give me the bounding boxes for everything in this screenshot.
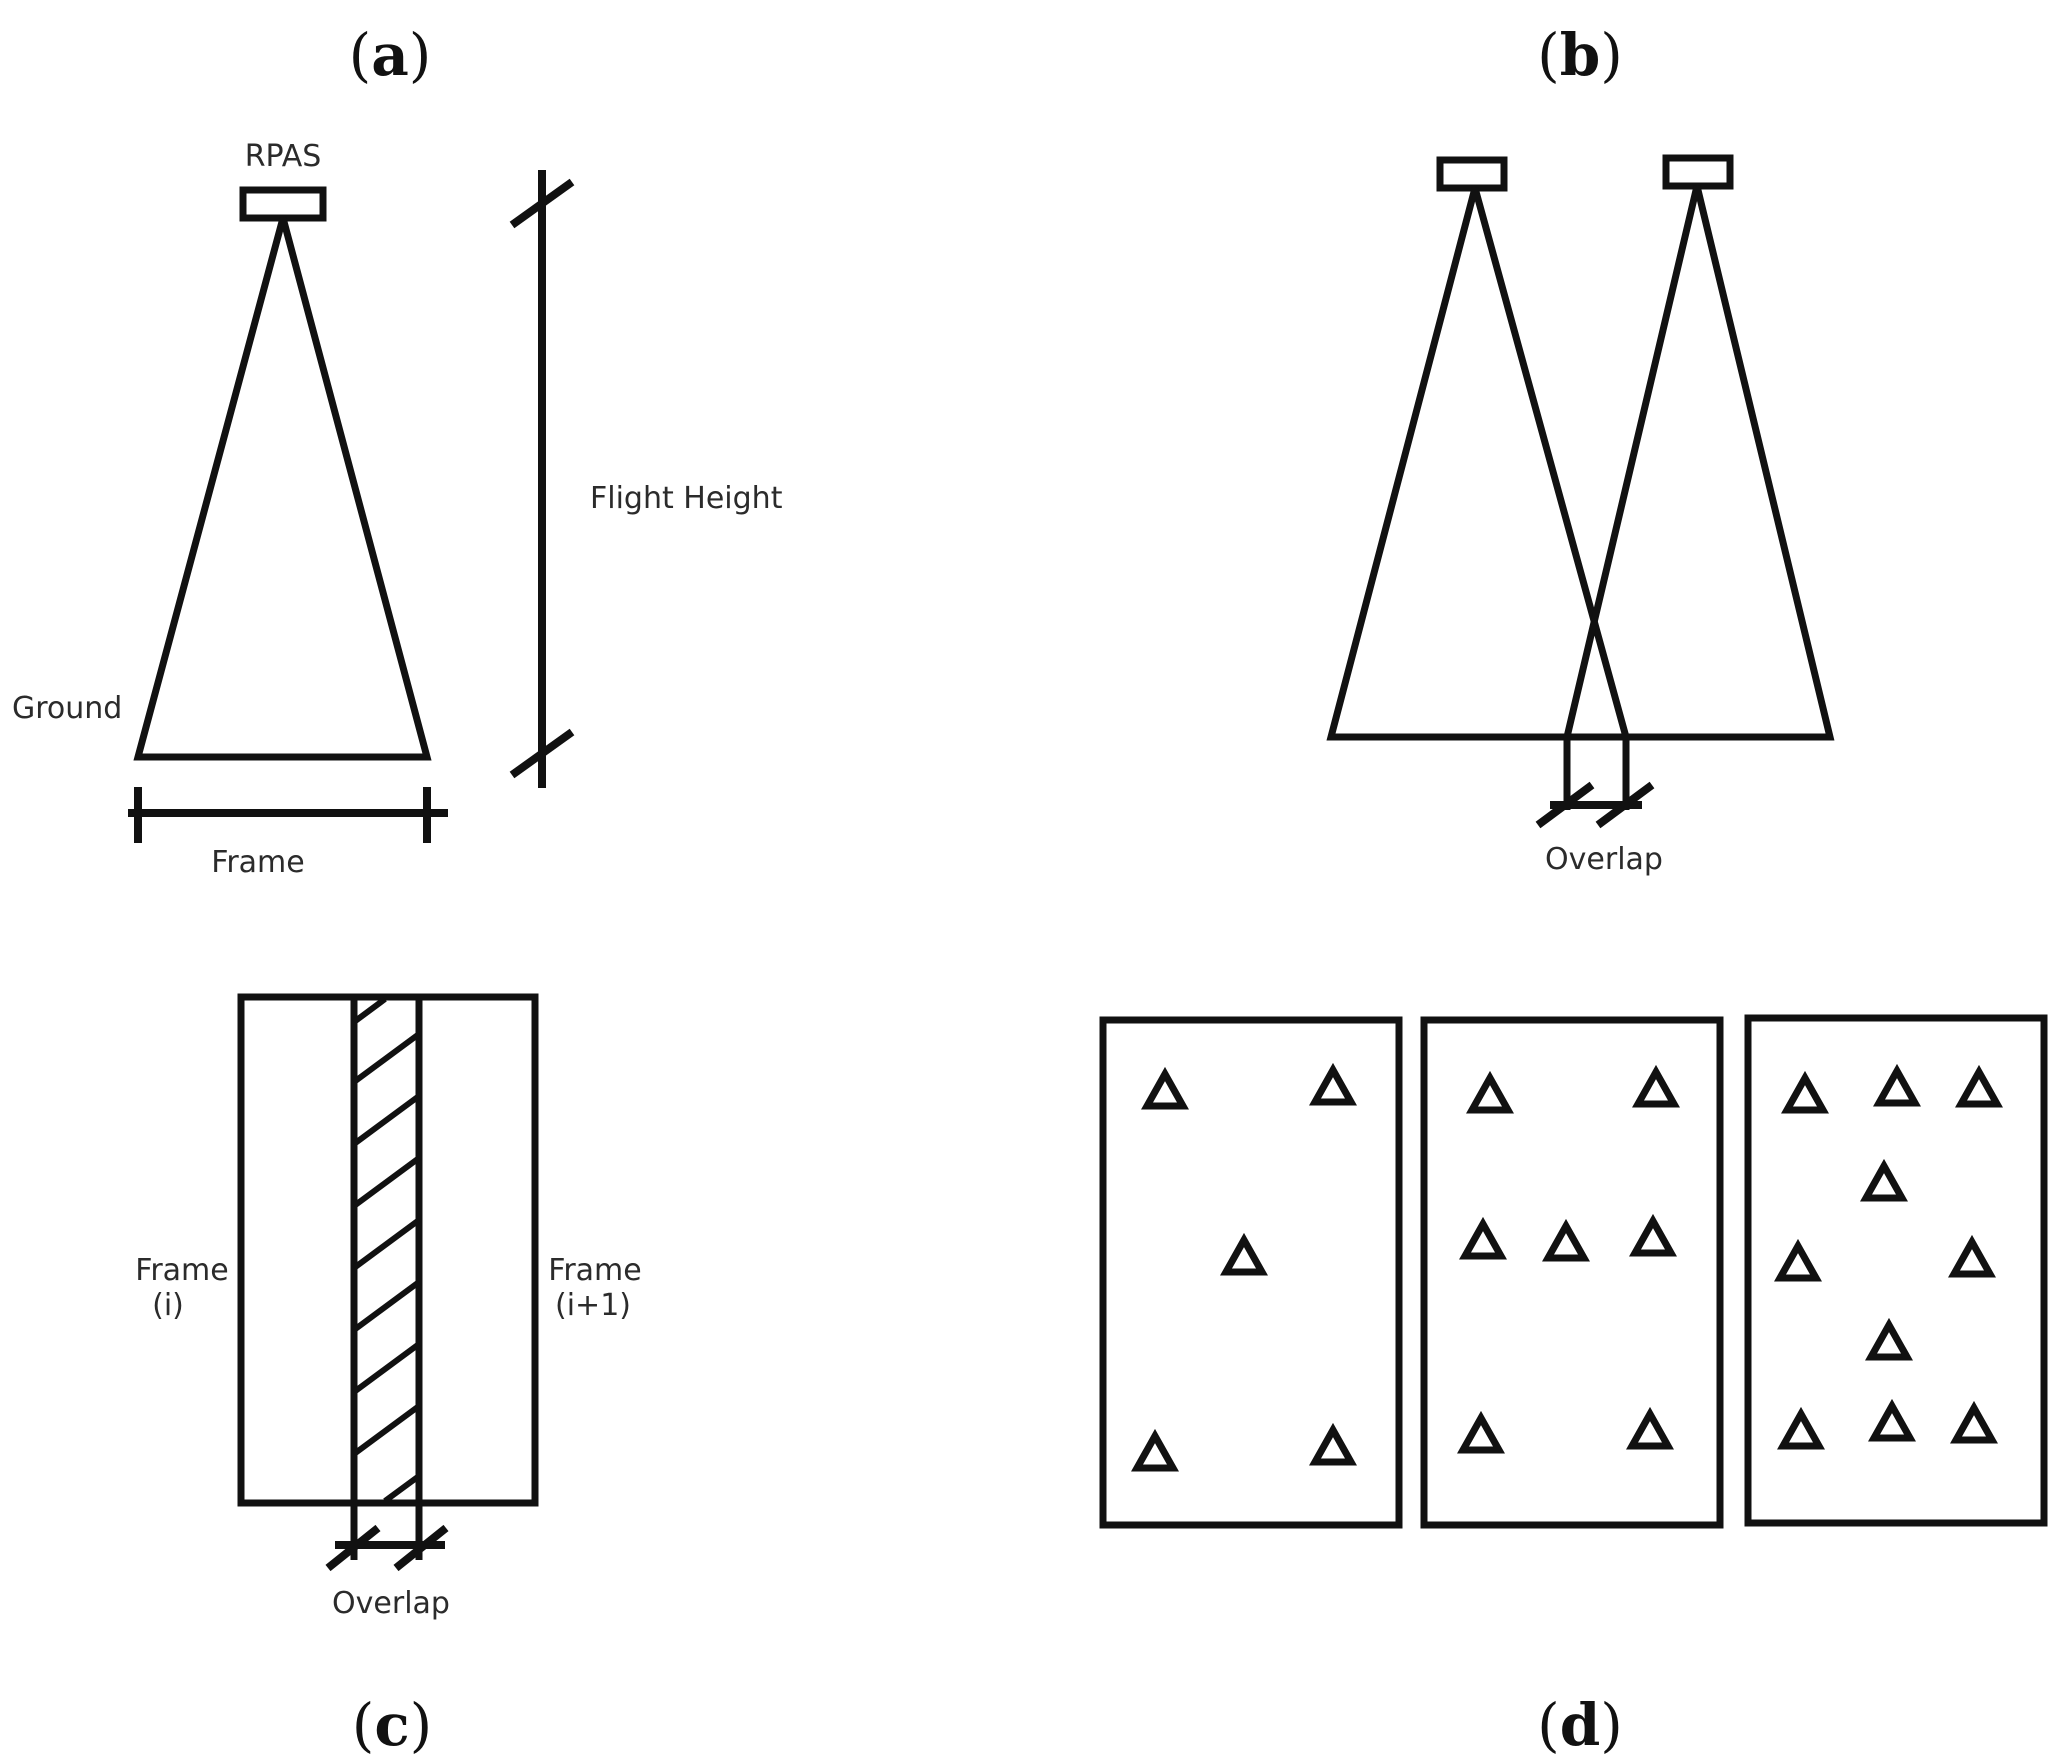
camera-footprint-triangle-1 (1326, 187, 1631, 741)
rpas-label: RPAS (245, 139, 322, 174)
gcp-triangle-icon-f2-6 (1457, 1410, 1505, 1454)
camera-footprint-triangle (133, 217, 432, 761)
panel-a: (a) RPAS Ground Frame Flight Height (12, 21, 783, 880)
frame-i-label: Frame(i) (135, 1253, 228, 1323)
camera-footprint-triangle-2 (1562, 185, 1835, 741)
gcp-triangle-icon-f1-3 (1220, 1232, 1268, 1276)
overlap-hatching (352, 996, 421, 1504)
gcp-triangle-icon-f3-3 (1955, 1064, 2003, 1108)
overlap-label-c: Overlap (332, 1586, 450, 1621)
gcp-layout-frame-1 (1099, 1016, 1403, 1529)
gcp-triangle-icon-f2-3 (1459, 1216, 1507, 1260)
panel-d: (d) (1099, 1014, 2048, 1759)
gcp-triangle-icon-f3-7 (1865, 1317, 1913, 1361)
ground-control-point-markers (1131, 1062, 2003, 1472)
gcp-layout-frame-3 (1744, 1014, 2048, 1527)
frame-label: Frame (211, 845, 304, 880)
panel-c: Frame(i) Frame(i+1) Overlap (c) (135, 993, 642, 1759)
overlap-label-b: Overlap (1545, 842, 1663, 877)
gcp-triangle-icon-f2-4 (1542, 1218, 1590, 1262)
rpas-drone-icon (239, 186, 327, 222)
gcp-triangle-icon-f1-5 (1309, 1422, 1357, 1466)
gcp-triangle-icon-f1-2 (1309, 1062, 1357, 1106)
gcp-triangle-icon-f3-1 (1781, 1070, 1829, 1114)
gcp-triangle-icon-f3-2 (1873, 1063, 1921, 1107)
gcp-triangle-icon-f3-6 (1948, 1234, 1996, 1278)
gcp-triangle-icon-f2-7 (1626, 1406, 1674, 1450)
ground-label: Ground (12, 691, 122, 726)
panel-a-label: (a) (349, 21, 432, 89)
frame-rectangle (237, 993, 539, 1507)
overlap-tick-left (1535, 781, 1595, 829)
gcp-triangle-icon-f2-5 (1629, 1213, 1677, 1257)
flight-height-tick-top (509, 178, 575, 229)
rpas-drone-icon-1 (1436, 156, 1508, 192)
gcp-triangle-icon-f2-1 (1466, 1070, 1514, 1114)
gcp-triangle-icon-f3-5 (1774, 1238, 1822, 1282)
gcp-layout-frame-2 (1420, 1016, 1724, 1529)
gcp-triangle-icon-f3-4 (1860, 1158, 1908, 1202)
rpas-drone-icon-2 (1662, 154, 1734, 190)
panel-b-label: (b) (1537, 21, 1623, 89)
frame-i-plus-1-label: Frame(i+1) (548, 1253, 641, 1323)
gcp-triangle-icon-f3-10 (1950, 1400, 1998, 1444)
panel-b: (b) Overlap (1326, 21, 1835, 877)
gcp-triangle-icon-f3-8 (1777, 1406, 1825, 1450)
panel-c-label: (c) (352, 1691, 433, 1759)
gcp-triangle-icon-f1-4 (1131, 1428, 1179, 1472)
gcp-triangle-icon-f3-9 (1868, 1398, 1916, 1442)
flight-height-label: Flight Height (590, 481, 783, 516)
gcp-triangle-icon-f1-1 (1141, 1066, 1189, 1110)
flight-height-tick-bottom (509, 728, 575, 779)
gcp-triangle-icon-f2-2 (1632, 1064, 1680, 1108)
overlap-tick-right (1595, 781, 1655, 829)
panel-d-label: (d) (1537, 1691, 1623, 1759)
